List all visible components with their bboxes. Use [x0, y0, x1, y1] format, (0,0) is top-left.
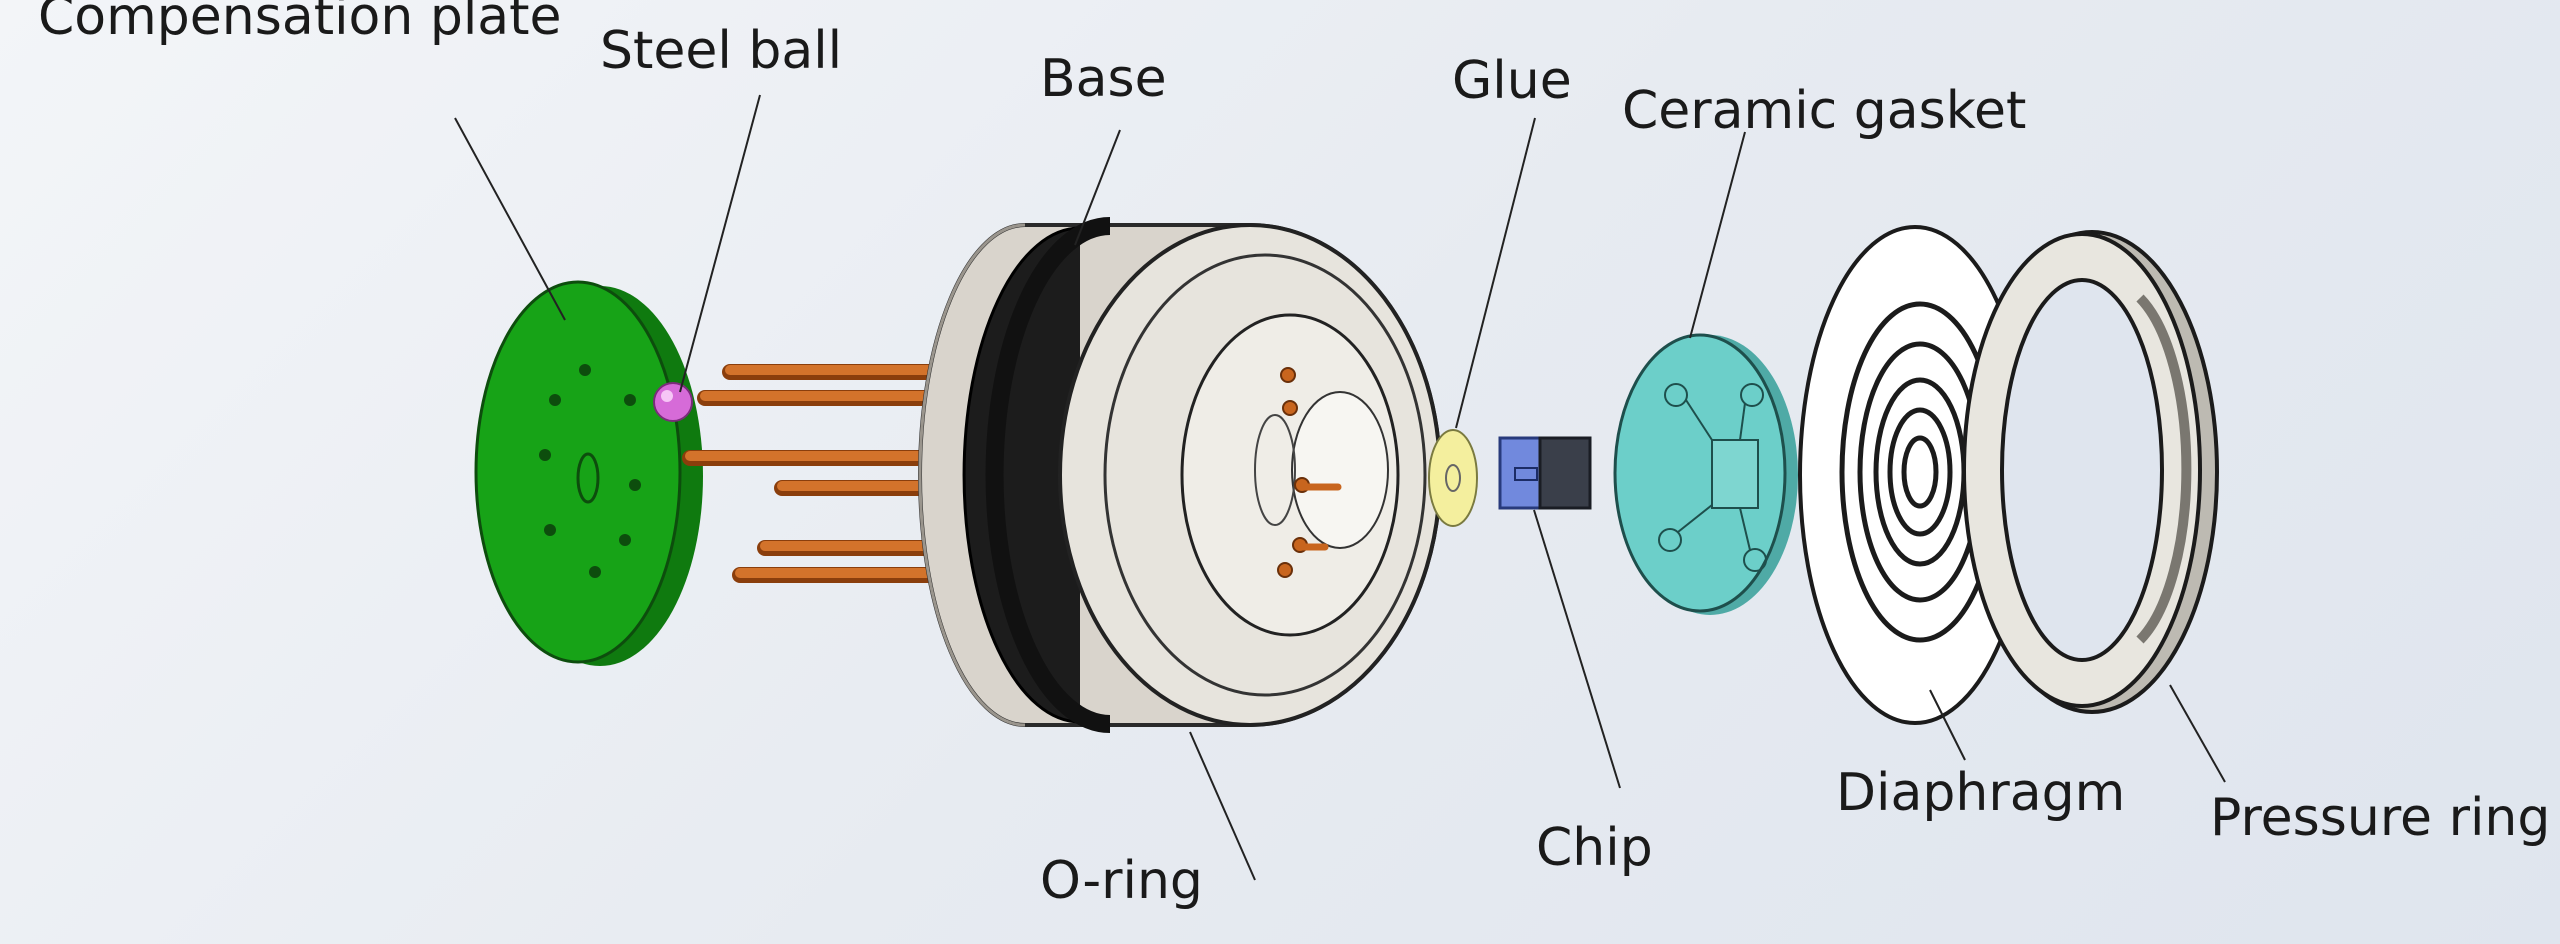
label-compensation-plate: Compensation plate — [38, 0, 562, 47]
steel-ball — [653, 382, 693, 422]
pins — [682, 364, 938, 583]
diaphragm — [1798, 225, 2032, 725]
labels: Compensation plate Steel ball Base Glue … — [38, 0, 2550, 911]
label-steel-ball: Steel ball — [600, 21, 842, 81]
pressure-ring — [1962, 230, 2219, 714]
base — [918, 217, 1442, 733]
label-base: Base — [1040, 49, 1167, 109]
leader-lines — [454, 94, 2226, 881]
label-pressure-ring: Pressure ring — [2210, 788, 2550, 848]
chip — [1498, 436, 1592, 510]
glue — [1428, 429, 1478, 527]
ceramic-gasket — [1613, 333, 1798, 615]
label-diaphragm: Diaphragm — [1836, 763, 2125, 823]
label-glue: Glue — [1452, 51, 1572, 111]
label-o-ring: O-ring — [1040, 851, 1203, 911]
label-chip: Chip — [1536, 818, 1653, 878]
compensation-plate — [474, 280, 703, 666]
label-ceramic-gasket: Ceramic gasket — [1622, 81, 2026, 141]
